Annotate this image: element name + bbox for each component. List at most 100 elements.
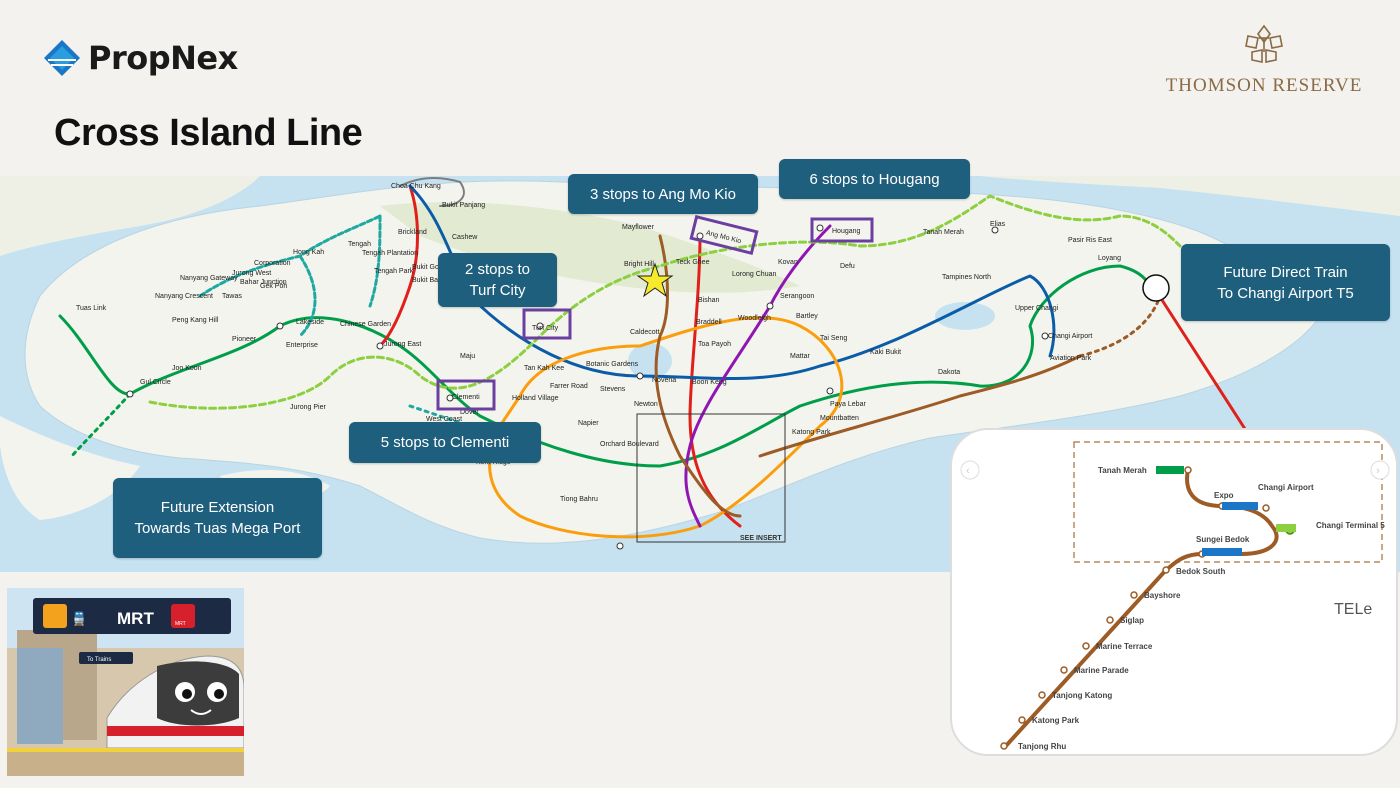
station-label: Orchard Boulevard: [600, 441, 659, 448]
station-label: Elias: [990, 221, 1006, 228]
station-label: Tanah Merah: [923, 229, 964, 236]
tele-label: Bedok South: [1176, 567, 1225, 576]
station-dot: [126, 390, 134, 398]
tele-stop: [1060, 666, 1068, 674]
see-insert-label: SEE INSERT: [740, 535, 782, 542]
station-label: Enterprise: [286, 342, 318, 349]
leaf-emblem-icon: [1245, 24, 1283, 63]
nature-reserve-area: [380, 202, 800, 293]
station-label: Bukit Batok: [412, 277, 448, 284]
station-label: Gul Circle: [140, 379, 171, 386]
label-turf-city: Turf City: [532, 325, 559, 332]
station-label: Newton: [634, 401, 658, 408]
tele-label: Tanjong Rhu: [1018, 742, 1066, 751]
tele-label: Sungei Bedok: [1196, 535, 1250, 544]
highlight-hougang: [810, 217, 874, 243]
tele-inset-svg: ‹ › Tanah Merah Expo Changi Airp: [960, 441, 1390, 751]
tele-label: Bayshore: [1144, 591, 1181, 600]
station-label: Pasir Ris East: [1068, 237, 1112, 244]
tele-label: Expo: [1214, 491, 1234, 500]
station-label: Choa Chu Kang: [391, 183, 441, 190]
station-label: Novena: [652, 377, 676, 384]
station-label: Jurong Pier: [290, 404, 326, 411]
propnex-diamond-icon: [44, 40, 80, 76]
station-dot: [276, 322, 284, 330]
northeast-landmass: [980, 176, 1400, 216]
station-label: Jurong West: [232, 270, 271, 277]
station-dot: [816, 224, 824, 232]
station-dot: [696, 232, 704, 240]
station-label: Upper Changi: [1015, 305, 1059, 312]
station-label: Lorong Chuan: [732, 271, 776, 278]
train-face: [157, 661, 239, 726]
station-label: Braddell: [696, 319, 722, 326]
tele-stop: [1082, 642, 1090, 650]
station-label: Paya Lebar: [830, 401, 866, 408]
mainland-singapore: [24, 180, 1321, 544]
platform: [7, 748, 244, 776]
station-label: Maju: [460, 353, 475, 360]
station-label: Bright Hill: [624, 261, 654, 268]
callout-line: 2 stops to: [464, 261, 531, 278]
tele-stop: [1262, 504, 1270, 512]
station-label: Joo Koon: [172, 365, 202, 372]
next-arrow-icon[interactable]: [1370, 460, 1390, 480]
station-label: Kaki Bukit: [870, 349, 901, 356]
station-dot: [376, 342, 384, 350]
station-label: Brickland: [398, 229, 427, 236]
callout-line: Future Direct Train: [1223, 263, 1348, 281]
tele-stop: [1018, 716, 1026, 724]
tele-stop: [1184, 466, 1192, 474]
station-label: Caldecott: [630, 329, 660, 336]
direction-text: To Trains: [87, 657, 111, 663]
station-label: Mountbatten: [820, 415, 859, 422]
prev-arrow-icon[interactable]: [960, 460, 980, 480]
station-labels: Choa Chu Kang Bukit Panjang Cashew Brick…: [76, 183, 1121, 503]
station-label: Napier: [578, 420, 599, 427]
station-label: Toa Payoh: [698, 341, 731, 348]
station-label: Woodleigh: [738, 315, 771, 322]
code-chip: [1202, 548, 1242, 556]
tele-label: Siglap: [1120, 616, 1144, 625]
station-label: Botanic Gardens: [586, 361, 639, 368]
station-label: Changi Airport: [1048, 333, 1092, 340]
tele-stop: [1000, 742, 1008, 750]
station-label: Peng Kang Hill: [172, 317, 219, 324]
highlight-turf-city: [522, 308, 572, 340]
station-markers: [126, 224, 1154, 550]
station-label: Dakota: [938, 369, 960, 376]
highlight-boxes: [436, 215, 874, 411]
tele-label: Tanjong Katong: [1052, 691, 1112, 700]
station-label: Mayflower: [622, 224, 655, 231]
station-label: Nanyang Gateway: [180, 275, 238, 282]
tele-label: Changi Terminal 5: [1316, 521, 1385, 530]
station-label: Cashew: [452, 234, 478, 241]
station-label: Tengah Plantation: [362, 250, 418, 257]
tele-stop: [1106, 616, 1114, 624]
station-label: Dover: [460, 409, 479, 416]
station-dot: [536, 322, 544, 330]
train-right-pupil: [214, 689, 224, 699]
station-label: Jurong East: [384, 341, 421, 348]
station-dot: [616, 542, 624, 550]
station-window: [17, 648, 63, 744]
tele-stop: [1130, 591, 1138, 599]
station-label: Serangoon: [780, 293, 814, 300]
station-label: Tampines North: [942, 274, 991, 281]
station-label: Lakeside: [296, 319, 324, 326]
station-label: Holland Village: [512, 395, 559, 402]
brand-name: PropNex: [88, 39, 238, 77]
bedok-reservoir: [935, 302, 995, 330]
tele-label: Katong Park: [1032, 716, 1080, 725]
train-icon: 🚆: [71, 611, 87, 626]
callout-tuas-extension: Future Extension Towards Tuas Mega Port: [113, 478, 322, 558]
station-label: Tengah Park: [374, 268, 414, 275]
next-chevron: ›: [1376, 465, 1380, 477]
station-label: Tuas Link: [76, 305, 107, 312]
station-dot: [991, 226, 999, 234]
station-label: Tiong Bahru: [560, 496, 598, 503]
station-label: Corporation: [254, 260, 291, 267]
train-stripe: [107, 726, 244, 736]
callout-line: Future Extension: [160, 499, 275, 516]
callout-text: 5 stops to Clementi: [380, 434, 510, 451]
